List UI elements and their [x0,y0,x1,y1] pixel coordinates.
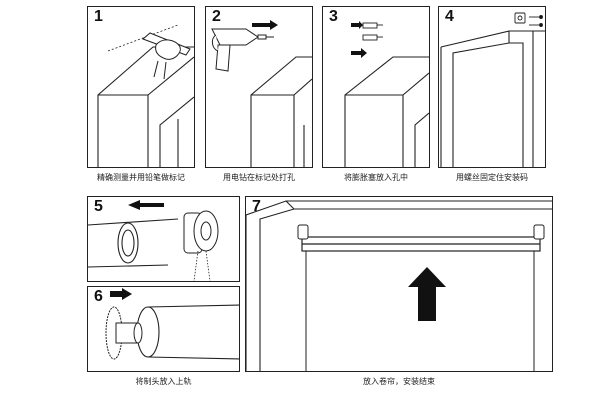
step-number: 3 [329,8,338,25]
step-number: 1 [94,8,103,25]
step-7-illustration [246,200,552,371]
step-3-panel: 3 [322,6,430,168]
step-number: 5 [94,198,103,215]
mounting-bracket-icon [514,12,526,24]
screw-icon [529,15,543,27]
step-2-illustration [211,20,312,167]
step-5-illustration [88,200,219,281]
arrow-right-icon [110,288,132,300]
mounting-bracket-icon [297,224,545,240]
step-1-caption: 精确测量并用铅笔做标记 [97,173,185,182]
pencil-mark-line [107,24,179,52]
blind-fabric [305,251,535,371]
step-number: 2 [212,8,221,25]
roller-end-cap-icon [183,210,219,254]
end-cap-gear-icon [105,306,143,360]
arrow-right-icon [351,21,367,58]
step-number: 7 [252,198,261,215]
step-1-panel: 1 [87,6,195,168]
step-3-caption: 将膨胀塞放入孔中 [344,173,408,182]
wall-plug-icons [362,22,383,41]
step-7-panel: 7 [245,196,553,372]
step-6-illustration [105,288,239,360]
arrow-up-icon [408,267,446,321]
arrow-right-icon [252,20,278,30]
step-7-caption: 放入卷帘，安装结束 [363,377,435,386]
bead-chain-icon [193,250,211,281]
step-4-illustration [440,12,545,167]
step-5-panel: 5 [87,196,240,282]
step-2-panel: 2 [205,6,313,168]
step-3-illustration [344,21,429,167]
step-6-caption: 将制头放入上轨 [135,377,192,386]
step-number: 4 [445,8,454,25]
step-2-caption: 用电钻在标记处打孔 [223,173,295,182]
hand-with-pencil-icon [142,32,191,80]
blind-roller-bar [301,236,541,252]
step-number: 6 [94,288,103,305]
drill-icon [211,28,274,72]
step-4-caption: 用螺丝固定住安装码 [456,173,528,182]
step-6-panel: 6 [87,286,240,372]
step-4-panel: 4 [438,6,546,168]
step-1-illustration [97,24,194,167]
arrow-left-icon [128,200,164,210]
